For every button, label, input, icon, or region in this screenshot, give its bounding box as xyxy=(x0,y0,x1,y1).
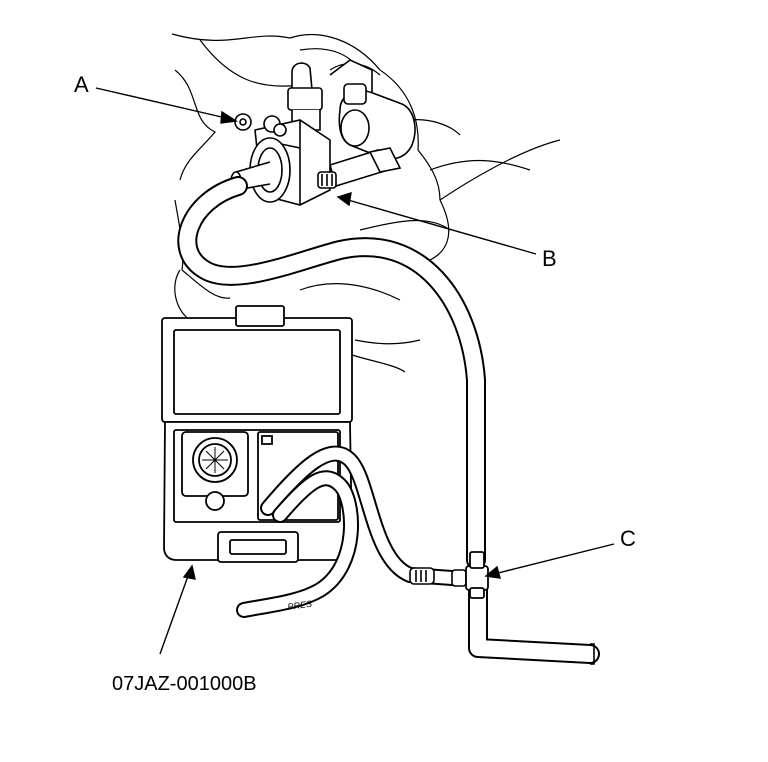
leader-a xyxy=(95,87,227,119)
hose-end xyxy=(590,643,595,665)
callout-label-c: C xyxy=(620,526,636,551)
arrowhead-c xyxy=(484,565,501,579)
arrowhead-b xyxy=(336,191,352,207)
hose-connector xyxy=(409,567,467,587)
engine-background xyxy=(171,33,561,373)
tester-hoses xyxy=(236,445,460,618)
leader-lines xyxy=(95,87,615,655)
leader-b xyxy=(347,199,537,255)
callout-label-a: A xyxy=(74,72,89,97)
tee-fitting xyxy=(465,551,489,599)
leader-c xyxy=(493,543,615,575)
vacuum-pump-gauge-tester xyxy=(161,305,353,563)
arrowhead-a xyxy=(220,110,238,124)
tool-part-number: 07JAZ-001000B xyxy=(112,673,257,695)
vacuum-hose xyxy=(177,176,600,664)
engine-canister xyxy=(329,59,416,160)
callout-label-b: B xyxy=(542,246,557,271)
leader-tool xyxy=(159,575,189,655)
arrowhead-tool xyxy=(182,564,196,580)
hose-marking-label: PRES xyxy=(287,599,313,612)
